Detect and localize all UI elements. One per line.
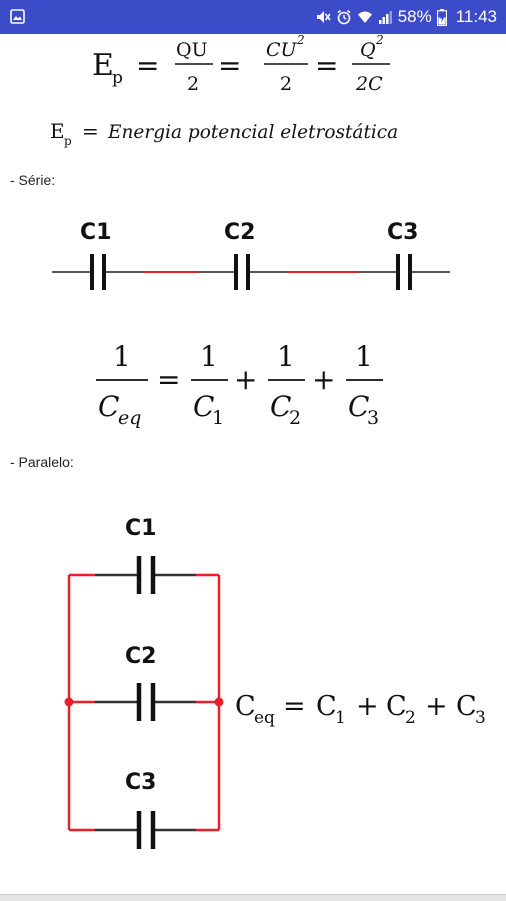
svg-text:+: +: [425, 691, 448, 722]
svg-text:=: =: [82, 119, 99, 143]
series-eq-c1-sub: 1: [212, 407, 224, 429]
wifi-icon: [357, 11, 372, 23]
parallel-eq-ceq-sub: eq: [254, 708, 275, 728]
series-capacitor-c1: [90, 254, 106, 290]
series-capacitor-c3: [396, 254, 412, 290]
series-eq-num-c2: 1: [277, 340, 295, 373]
series-eq-c3-sub: 3: [367, 407, 379, 429]
energy-definition: E p = Energia potencial eletrostática: [50, 119, 398, 148]
series-equation: 1 C eq = 1 C 1 + 1 C 2 + 1 C 3: [96, 340, 383, 429]
series-eq-ceq: C: [98, 390, 119, 423]
frac3-superscript: 2: [375, 34, 384, 47]
series-eq-c2: C: [270, 390, 291, 423]
status-bar: 58% 11:43: [0, 0, 506, 34]
series-circuit-diagram: C1 C2 C3: [52, 220, 450, 290]
clock-time: 11:43: [455, 7, 497, 26]
def-energy-subscript: p: [64, 134, 72, 148]
frac2-numerator: CU: [266, 39, 298, 61]
parallel-eq-ceq: C: [235, 691, 256, 722]
alarm-icon: [337, 9, 351, 25]
series-capacitor-c2: [234, 254, 250, 290]
frac2-superscript: 2: [296, 34, 305, 47]
svg-text:=: =: [157, 363, 180, 396]
parallel-node-right: [214, 697, 224, 707]
gallery-icon: [10, 9, 25, 24]
parallel-circuit-diagram: C1 C2 C3: [64, 516, 486, 849]
series-eq-num-c1: 1: [200, 340, 218, 373]
svg-text:+: +: [356, 691, 379, 722]
series-eq-num-ceq: 1: [113, 340, 131, 373]
def-energy-text: Energia potencial eletrostática: [107, 122, 398, 143]
frac3-denominator: 2C: [355, 73, 383, 95]
svg-text:+: +: [312, 363, 335, 396]
mute-icon: [316, 11, 331, 23]
series-c1-label: C1: [80, 220, 111, 245]
parallel-capacitor-c3: [136, 811, 156, 849]
parallel-eq-c2-sub: 2: [405, 708, 416, 728]
series-c3-label: C3: [387, 220, 418, 245]
svg-text:=: =: [136, 49, 159, 82]
battery-percent: 58%: [397, 7, 432, 26]
svg-text:=: =: [218, 49, 241, 82]
parallel-eq-c2: C: [386, 691, 407, 722]
parallel-c1-label: C1: [125, 516, 156, 541]
bottom-divider: [0, 894, 506, 901]
parallel-eq-c3: C: [456, 691, 477, 722]
parallel-c2-label: C2: [125, 644, 156, 669]
energy-subscript: p: [112, 68, 123, 88]
parallel-eq-c1: C: [316, 691, 337, 722]
parallel-capacitor-c1: [136, 556, 156, 594]
parallel-node-left: [64, 697, 74, 707]
energy-formula: E p = QU 2 = CU 2 2 = Q 2 2C: [92, 34, 390, 95]
svg-text:=: =: [315, 49, 338, 82]
parallel-eq-c1-sub: 1: [335, 708, 346, 728]
frac3-numerator: Q: [360, 39, 376, 61]
energy-symbol: E: [92, 48, 114, 83]
battery-icon: [436, 8, 447, 26]
series-eq-c1: C: [193, 390, 214, 423]
frac1-numerator: QU: [176, 39, 208, 61]
svg-text:=: =: [283, 691, 306, 722]
svg-text:+: +: [234, 363, 257, 396]
frac1-denominator: 2: [187, 73, 199, 95]
series-eq-c2-sub: 2: [289, 407, 301, 429]
parallel-equation: C eq = C 1 + C 2 + C 3: [235, 691, 486, 728]
content-area: E p = QU 2 = CU 2 2 = Q 2 2C E p = Energ…: [0, 34, 506, 894]
series-eq-ceq-sub: eq: [118, 407, 141, 429]
def-energy-symbol: E: [50, 119, 65, 143]
parallel-label: - Paralelo:: [10, 454, 74, 470]
frac2-denominator: 2: [280, 73, 292, 95]
parallel-capacitor-c2: [136, 683, 156, 721]
series-eq-c3: C: [348, 390, 369, 423]
series-eq-num-c3: 1: [355, 340, 373, 373]
parallel-eq-c3-sub: 3: [475, 708, 486, 728]
series-c2-label: C2: [224, 220, 255, 245]
parallel-c3-label: C3: [125, 770, 156, 795]
signal-icon: [378, 11, 392, 24]
series-label: - Série:: [10, 172, 56, 188]
